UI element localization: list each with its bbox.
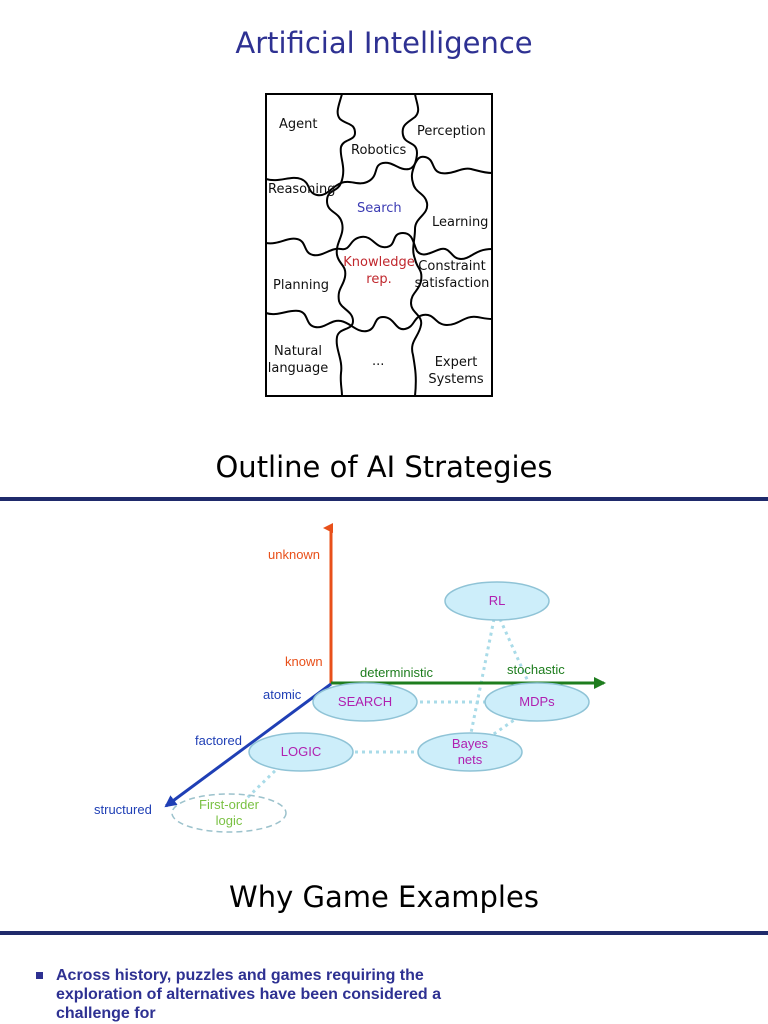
node-mdps [484, 682, 590, 722]
label-structured: structured [94, 802, 152, 817]
node-fol-line2: logic [215, 813, 243, 828]
label-factored: factored [195, 733, 242, 748]
piece-constraint-line1: Constraint [418, 259, 486, 274]
piece-reasoning: Reasoning [268, 182, 336, 197]
node-rl [444, 581, 550, 621]
connector-rl-bayes [468, 618, 496, 739]
piece-constraint-line2: satisfaction [414, 276, 490, 291]
node-fol-label: First-order logic [174, 797, 284, 829]
label-deterministic: deterministic [360, 665, 433, 680]
node-fol-line1: First-order [199, 797, 259, 812]
ai-puzzle: Agent Robotics Perception Reasoning Sear… [265, 93, 493, 397]
slide3-title-rule [0, 931, 768, 935]
piece-ellipsis: ... [372, 354, 385, 369]
node-logic-label: LOGIC [280, 744, 322, 759]
node-mdps-label: MDPs [519, 694, 555, 709]
piece-expert-line1: Expert [434, 355, 478, 370]
strategy-diagram: unknown known deterministic stochastic a… [0, 510, 768, 840]
piece-planning: Planning [273, 278, 329, 293]
node-bayes-line2: nets [457, 752, 483, 767]
label-atomic: atomic [263, 687, 302, 702]
piece-perception: Perception [417, 124, 486, 139]
piece-knowledge-line1: Knowledge [343, 255, 415, 270]
connector-logic-fol [243, 764, 282, 802]
connector-rl-mdps [498, 618, 532, 687]
node-bayes-label: Bayes nets [420, 736, 520, 768]
node-rl-label: RL [488, 593, 506, 608]
slide2-title-rule [0, 497, 768, 501]
piece-expert-systems: Expert Systems [423, 354, 489, 388]
piece-natural-line1: Natural [274, 344, 322, 359]
node-bayes [417, 732, 523, 772]
node-fol [171, 793, 287, 833]
axis-diagonal [164, 682, 332, 808]
piece-constraint: Constraint satisfaction [411, 258, 493, 292]
piece-knowledge-line2: rep. [366, 272, 392, 287]
node-search-label: SEARCH [337, 694, 393, 709]
piece-natural-language: Natural language [267, 343, 329, 377]
label-unknown: unknown [268, 547, 321, 562]
label-stochastic: stochastic [507, 662, 565, 677]
piece-robotics: Robotics [351, 143, 407, 158]
piece-agent: Agent [279, 117, 318, 132]
label-known: known [285, 654, 323, 669]
piece-search: Search [357, 201, 402, 216]
bullet-square-icon [36, 972, 43, 979]
slide2-title: Outline of AI Strategies [215, 450, 553, 484]
piece-expert-line2: Systems [428, 372, 484, 387]
puzzle-outline [265, 93, 493, 397]
piece-learning: Learning [432, 215, 489, 230]
piece-natural-line2: language [267, 361, 329, 376]
slide3-bullet-text: Across history, puzzles and games requir… [56, 967, 442, 1022]
strategy-diagram-svg [164, 523, 606, 833]
connectors [243, 618, 532, 802]
slide1-title: Artificial Intelligence [235, 26, 533, 60]
node-bayes-line1: Bayes [451, 736, 489, 751]
node-search [312, 682, 418, 722]
node-logic [248, 732, 354, 772]
slide3-title: Why Game Examples [229, 880, 539, 914]
piece-knowledge: Knowledge rep. [339, 254, 419, 288]
